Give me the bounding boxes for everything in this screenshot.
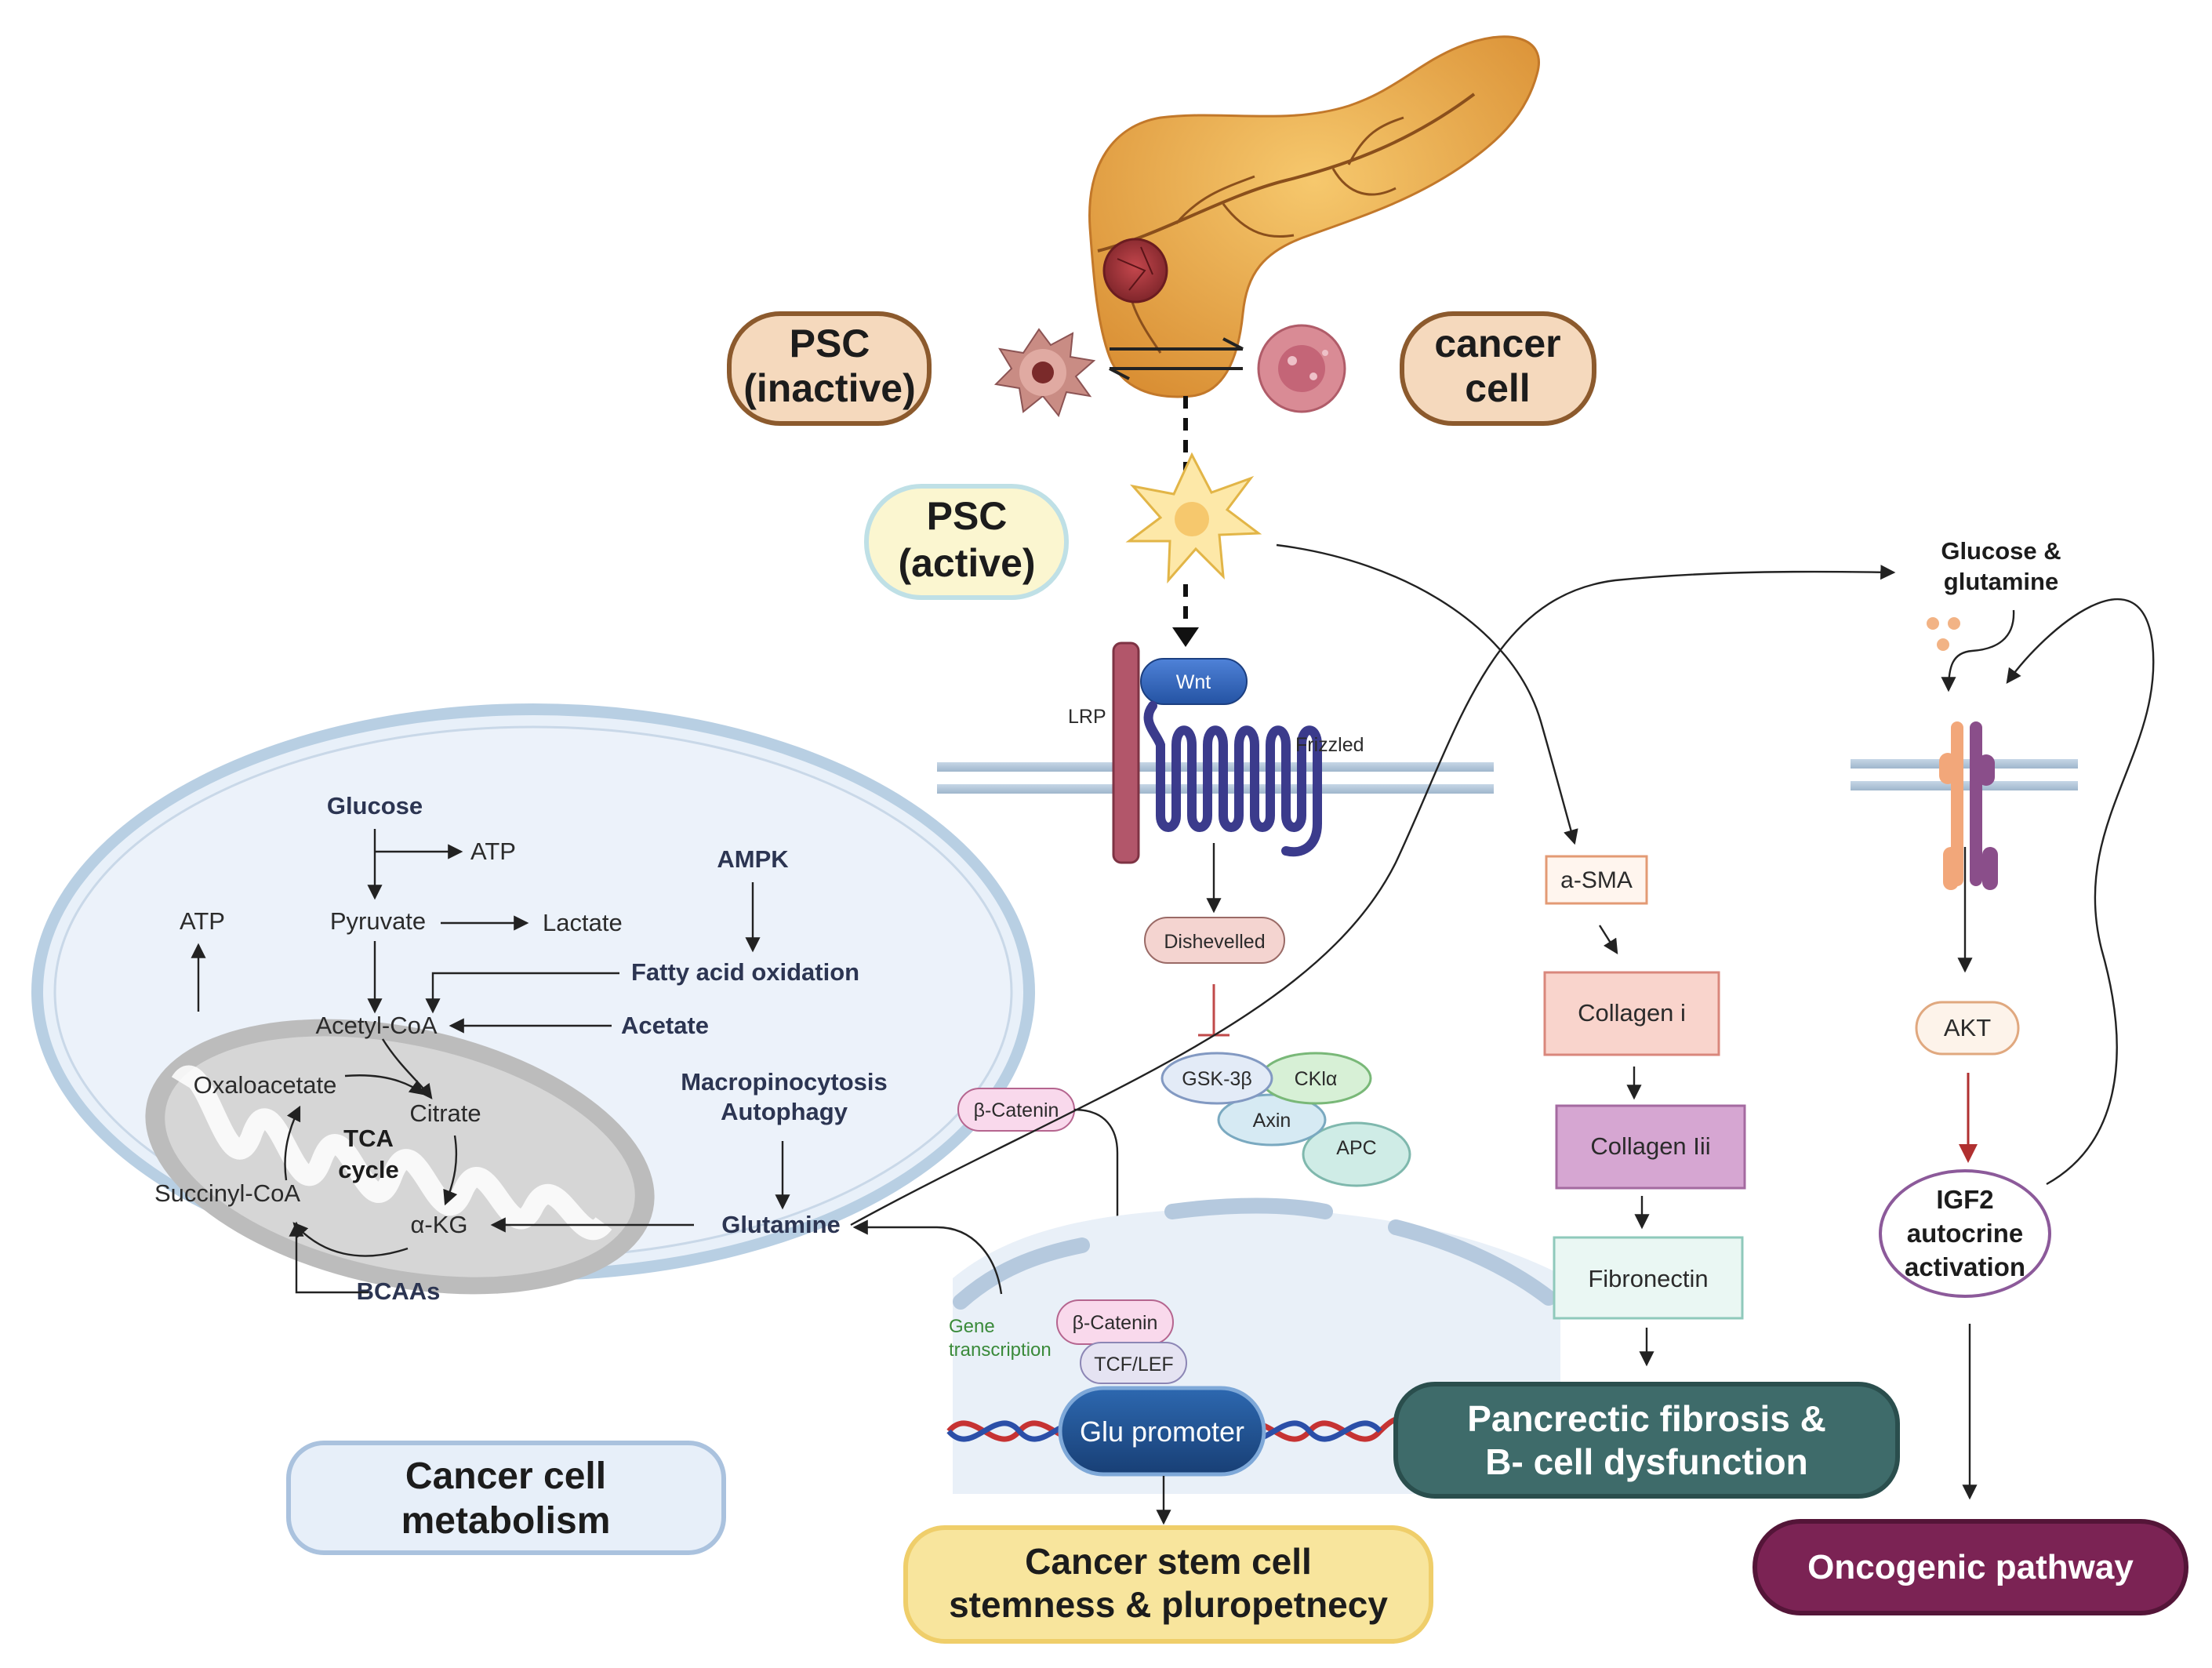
dishevelled-node: Dishevelled — [1144, 917, 1285, 964]
pyruvate-label: Pyruvate — [330, 907, 426, 935]
svg-text:Collagen Iii: Collagen Iii — [1590, 1132, 1710, 1160]
svg-text:cancer: cancer — [1434, 322, 1560, 365]
svg-text:Cancer stem cell: Cancer stem cell — [1025, 1541, 1312, 1582]
equilibrium-arrows — [1109, 337, 1244, 380]
svg-text:TCF/LEF: TCF/LEF — [1094, 1354, 1173, 1375]
asma-node: a-SMA — [1545, 855, 1648, 905]
svg-text:a-SMA: a-SMA — [1560, 867, 1633, 893]
svg-text:cycle: cycle — [338, 1156, 399, 1183]
svg-text:Cancer cell: Cancer cell — [405, 1455, 606, 1497]
tcf-lef-node: TCF/LEF — [1080, 1342, 1187, 1384]
akg-label: α-KG — [410, 1211, 467, 1238]
igf2-node: IGF2 autocrine activation — [1879, 1169, 2051, 1298]
svg-text:Glucose &: Glucose & — [1941, 537, 2061, 565]
svg-text:β-Catenin: β-Catenin — [1073, 1312, 1158, 1334]
tca-cycle-label: TCA — [343, 1125, 394, 1152]
wnt-ligand: Wnt — [1140, 658, 1248, 705]
collagen-iii-node: Collagen Iii — [1555, 1104, 1746, 1190]
svg-text:Glu promoter: Glu promoter — [1080, 1415, 1244, 1448]
inhibition-line — [1198, 984, 1229, 1037]
oncogenic-pathway-box: Oncogenic pathway — [1753, 1519, 2188, 1615]
svg-text:autocrine: autocrine — [1907, 1219, 2024, 1248]
plasma-membrane — [937, 762, 1494, 794]
lrp-receptor: LRP — [1068, 641, 1140, 864]
ampk-label: AMPK — [717, 845, 789, 873]
oxaloacetate-label: Oxaloacetate — [194, 1071, 337, 1099]
nutrient-dots — [1927, 617, 1960, 651]
inactive-psc-cell-icon — [993, 328, 1096, 418]
metabolism-pathway: Glucose ATP Pyruvate Lactate ATP AMPK Fa… — [154, 792, 888, 1305]
svg-text:Dishevelled: Dishevelled — [1164, 931, 1265, 953]
frizzled-receptor: Frizzled — [1143, 701, 1364, 857]
svg-text:Pancrectic fibrosis &: Pancrectic fibrosis & — [1467, 1398, 1826, 1439]
cancer-cell-metabolism-box: Cancer cell metabolism — [286, 1441, 726, 1555]
destruction-complex: APC Axin CKlα GSK-3β — [1160, 1052, 1411, 1187]
svg-text:PSC: PSC — [790, 322, 870, 365]
active-psc-cell-icon — [1125, 452, 1262, 584]
citrate-label: Citrate — [409, 1099, 481, 1127]
cancer-cell-label: cancer cell — [1400, 311, 1596, 426]
svg-text:cell: cell — [1465, 366, 1530, 410]
acetate-label: Acetate — [621, 1012, 709, 1039]
pancreatic-fibrosis-box: Pancrectic fibrosis & B- cell dysfunctio… — [1393, 1382, 1900, 1499]
apc-node: APC — [1336, 1137, 1376, 1159]
lactate-label: Lactate — [543, 909, 623, 936]
fatty-acid-oxidation-label: Fatty acid oxidation — [631, 958, 859, 986]
psc-inactive-label: PSC (inactive) — [727, 311, 932, 426]
macropinocytosis-label: Macropinocytosis — [681, 1068, 888, 1096]
psc-active-label: PSC (active) — [864, 484, 1069, 600]
svg-text:IGF2: IGF2 — [1936, 1185, 1993, 1214]
succinyl-coa-label: Succinyl-CoA — [154, 1179, 300, 1207]
svg-text:Wnt: Wnt — [1176, 671, 1211, 693]
svg-text:Gene: Gene — [949, 1316, 995, 1337]
collagen-i-node: Collagen i — [1543, 971, 1720, 1056]
svg-text:LRP: LRP — [1068, 706, 1106, 728]
svg-text:(inactive): (inactive) — [743, 366, 916, 410]
atp-left-label: ATP — [180, 907, 225, 935]
cancer-stem-cell-box: Cancer stem cell stemness & pluropetnecy — [903, 1525, 1433, 1644]
svg-text:activation: activation — [1905, 1252, 2025, 1281]
svg-text:PSC: PSC — [927, 494, 1008, 538]
axin-node: Axin — [1253, 1110, 1291, 1132]
svg-text:Collagen i: Collagen i — [1578, 999, 1686, 1027]
akt-node: AKT — [1915, 1001, 2020, 1056]
glucose-glutamine-label: Glucose & glutamine — [1941, 537, 2061, 595]
svg-text:metabolism: metabolism — [401, 1500, 611, 1542]
svg-text:transcription: transcription — [949, 1339, 1052, 1361]
beta-catenin-cytosolic: β-Catenin — [957, 1088, 1075, 1132]
ckla-node: CKlα — [1295, 1068, 1338, 1090]
fibronectin-node: Fibronectin — [1553, 1236, 1744, 1320]
svg-text:β-Catenin: β-Catenin — [974, 1099, 1059, 1121]
bcaas-label: BCAAs — [357, 1277, 441, 1305]
svg-text:B- cell dysfunction: B- cell dysfunction — [1485, 1441, 1807, 1482]
svg-text:AKT: AKT — [1944, 1014, 1991, 1041]
acetyl-coa-label: Acetyl-CoA — [315, 1012, 437, 1039]
svg-text:glutamine: glutamine — [1944, 568, 2058, 595]
tumor-mass — [1102, 238, 1168, 303]
svg-text:Oncogenic pathway: Oncogenic pathway — [1807, 1548, 2134, 1586]
svg-text:Frizzled: Frizzled — [1295, 734, 1364, 756]
gene-transcription-label: Gene transcription — [949, 1316, 1052, 1361]
cancer-cell-icon — [1257, 324, 1346, 413]
svg-text:stemness & pluropetnecy: stemness & pluropetnecy — [949, 1584, 1388, 1625]
glu-promoter-node: Glu promoter — [1058, 1386, 1266, 1477]
autophagy-label: Autophagy — [721, 1098, 848, 1125]
svg-text:Fibronectin: Fibronectin — [1588, 1265, 1708, 1292]
igf-receptor — [1851, 721, 2078, 890]
atp-top-label: ATP — [470, 838, 516, 865]
glucose-label: Glucose — [327, 792, 423, 819]
glutamine-label: Glutamine — [721, 1211, 841, 1238]
pancreas-illustration — [1088, 35, 1540, 398]
svg-text:(active): (active) — [898, 541, 1035, 585]
gsk3b-node: GSK-3β — [1182, 1068, 1251, 1090]
beta-catenin-nuclear: β-Catenin — [1056, 1299, 1174, 1345]
